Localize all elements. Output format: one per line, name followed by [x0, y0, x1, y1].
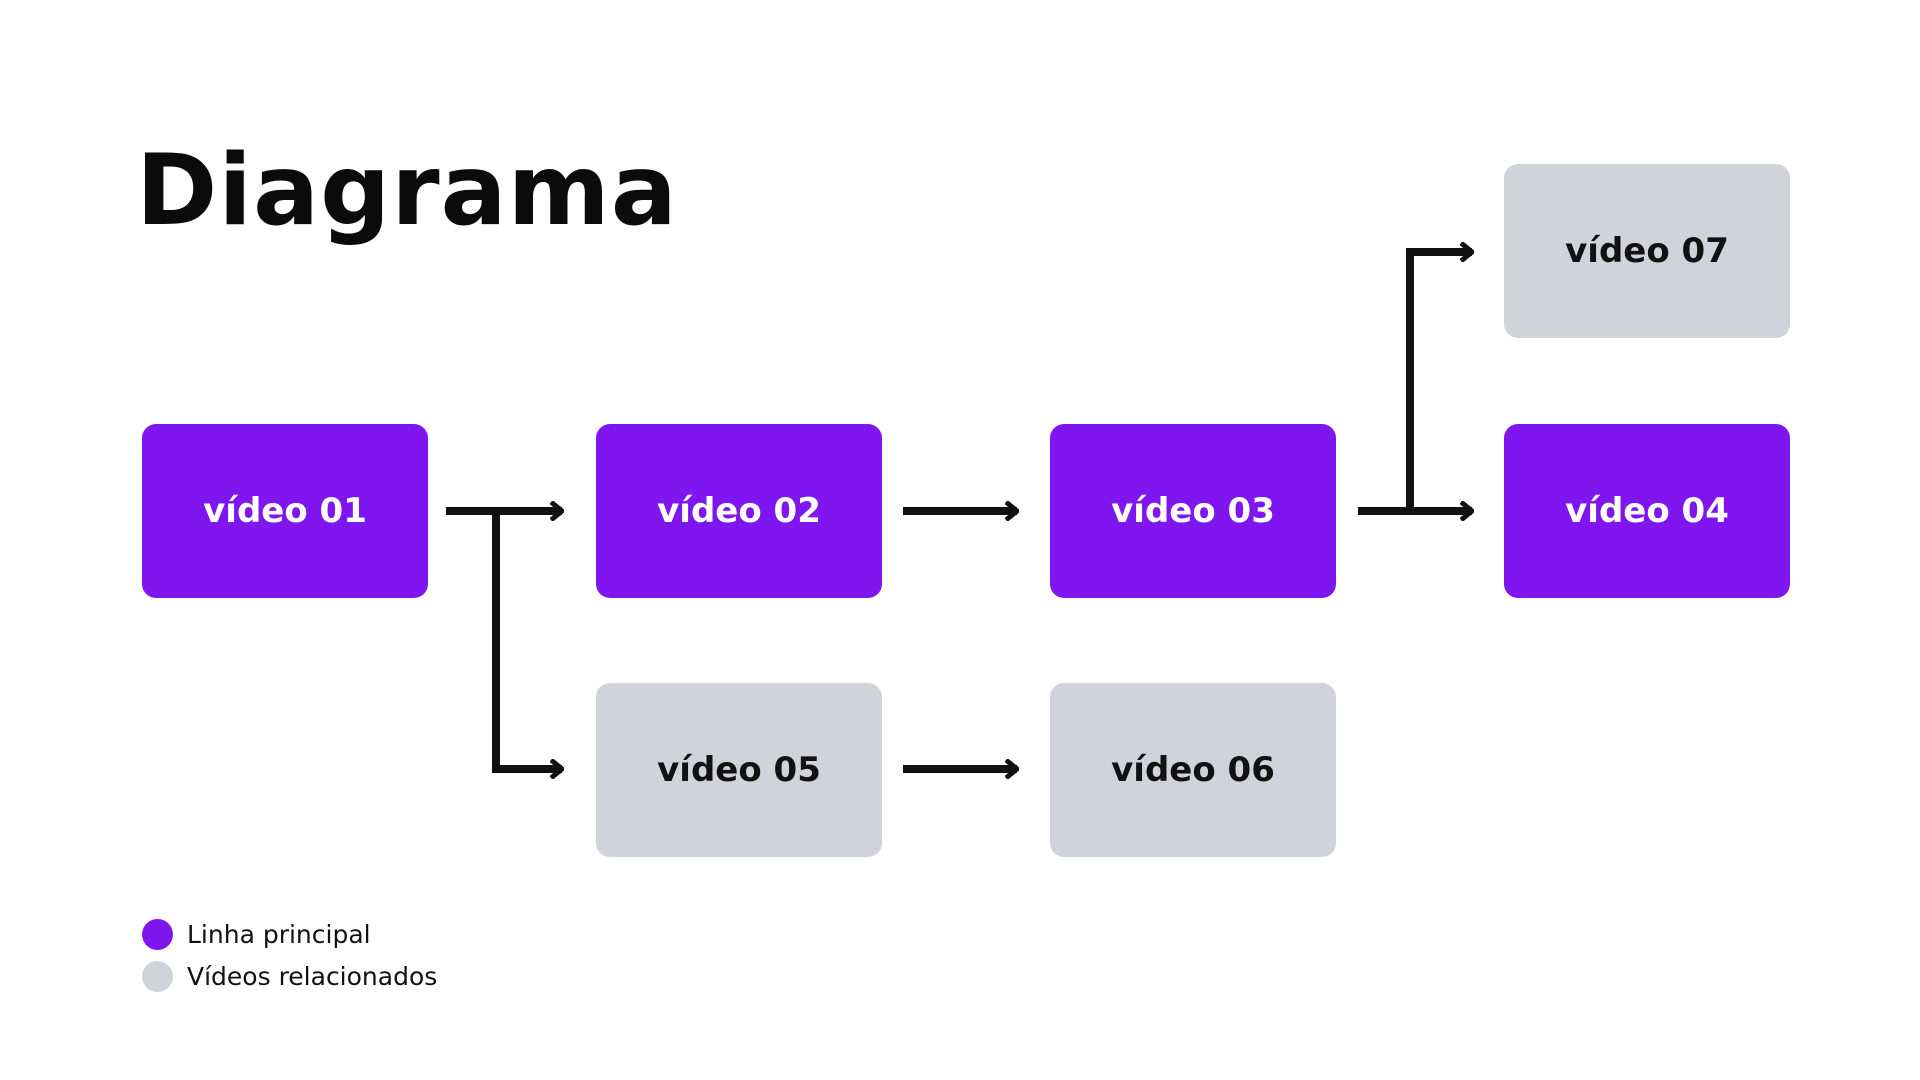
node-video-03: vídeo 03 — [1050, 424, 1336, 598]
node-label: vídeo 04 — [1565, 491, 1729, 531]
node-video-07: vídeo 07 — [1504, 164, 1790, 338]
page-title: Diagrama — [136, 134, 678, 248]
legend-dot-primary — [142, 918, 173, 950]
arrow-v01-v05 — [492, 511, 562, 769]
node-label: vídeo 06 — [1111, 750, 1275, 790]
node-video-06: vídeo 06 — [1050, 683, 1336, 857]
node-video-04: vídeo 04 — [1504, 424, 1790, 598]
node-label: vídeo 07 — [1565, 231, 1729, 271]
legend-dot-related — [142, 960, 173, 992]
node-label: vídeo 01 — [203, 491, 367, 531]
legend-item-primary: Linha principal — [142, 913, 437, 955]
node-label: vídeo 05 — [657, 750, 821, 790]
node-label: vídeo 02 — [657, 491, 821, 531]
node-video-01: vídeo 01 — [142, 424, 428, 598]
legend-label-primary: Linha principal — [187, 919, 371, 949]
legend-item-related: Vídeos relacionados — [142, 955, 437, 997]
arrow-v03-v07 — [1406, 252, 1472, 511]
node-video-02: vídeo 02 — [596, 424, 882, 598]
node-video-05: vídeo 05 — [596, 683, 882, 857]
legend-label-related: Vídeos relacionados — [187, 961, 438, 991]
node-label: vídeo 03 — [1111, 491, 1275, 531]
legend: Linha principal Vídeos relacionados — [142, 913, 437, 997]
